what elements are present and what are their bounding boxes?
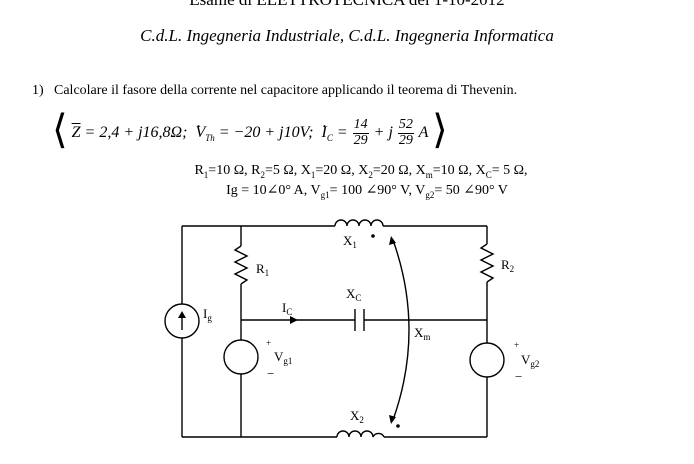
close-angle-bracket: ⟩ (432, 107, 448, 152)
ic-arrow-head (290, 316, 298, 324)
vg2-plus: + (514, 340, 519, 350)
fraction-real-denominator: 29 (353, 132, 368, 148)
inductor-x2 (336, 430, 385, 438)
param-value: =5 Ω, (264, 163, 298, 178)
vth-value: = −20 + j10V; (214, 124, 314, 141)
param-line2-0: Ig = 10∠0° A, (226, 183, 307, 198)
parameters-line-1: R1=10 Ω, R2=5 Ω, X1=20 Ω, X2=20 Ω, Xm=10… (0, 163, 694, 180)
param-symbol: V (415, 183, 426, 198)
param-subscript: 2 (260, 169, 265, 180)
param-line1-1: R2=5 Ω, (251, 163, 298, 180)
param-line1-4: Xm=10 Ω, (415, 163, 473, 180)
voltage-source-vg1 (223, 339, 259, 375)
param-line2-1: Vg1= 100 ∠90° V, (310, 183, 412, 200)
mutual-coupling-arc (392, 239, 410, 421)
voltage-source-vg2 (469, 342, 505, 378)
param-subscript: m (425, 169, 433, 180)
param-subscript: g2 (425, 189, 435, 200)
course-line: C.d.L. Ingegneria Industriale, C.d.L. In… (140, 26, 554, 45)
vg2-minus: − (515, 369, 522, 384)
param-line1-3: X2=20 Ω, (358, 163, 413, 180)
vth-subscript: Th (205, 133, 215, 144)
current-source-ig (164, 303, 200, 339)
label-x2: X2 (350, 408, 364, 425)
param-symbol: X (300, 163, 311, 178)
param-symbol: V (310, 183, 321, 198)
label-vg2: Vg2 (521, 352, 539, 369)
fraction-imag-numerator: 52 (397, 117, 414, 134)
label-vg1: Vg1 (274, 349, 292, 366)
param-value: =10 Ω, (208, 163, 248, 178)
resistor-r1 (233, 245, 249, 285)
label-x1: X1 (343, 233, 357, 250)
param-symbol: X (358, 163, 369, 178)
fraction-imag-denominator: 29 (398, 132, 413, 148)
param-line1-0: R1=10 Ω, (194, 163, 248, 180)
ic-equals: = (332, 124, 352, 141)
param-value: = 5 Ω, (491, 163, 528, 178)
label-ig: Ig (203, 306, 212, 323)
param-value: =20 Ω, (315, 163, 355, 178)
coupling-arrow-bottom (389, 415, 396, 424)
vth-symbol: V (195, 124, 205, 141)
param-subscript: C (485, 169, 492, 180)
param-subscript: 1 (203, 169, 209, 180)
param-symbol: X (475, 163, 486, 178)
problem-text: Calcolare il fasore della corrente nel c… (54, 83, 518, 98)
plus-j: + j (373, 124, 393, 141)
label-xc: XC (346, 286, 361, 303)
label-r1: R1 (256, 261, 269, 278)
param-symbol: R (251, 163, 261, 178)
dot-x1 (371, 234, 375, 238)
param-symbol: R (194, 163, 204, 178)
resistor-r2 (479, 243, 495, 283)
fraction-real-numerator: 14 (352, 117, 369, 134)
vg1-minus: − (267, 366, 274, 381)
param-subscript: g1 (320, 189, 330, 200)
ic-subscript: C (326, 133, 333, 144)
vg1-plus: + (266, 338, 271, 348)
problem-number: 1) (32, 83, 44, 98)
param-line1-2: X1=20 Ω, (300, 163, 355, 180)
z-symbol: Z (71, 124, 81, 141)
label-xm: Xm (414, 325, 430, 342)
ic-symbol: I (322, 124, 327, 141)
label-r2: R2 (501, 257, 514, 274)
coupling-arrow-top (389, 236, 396, 245)
param-line2-2: Vg2= 50 ∠90° V (415, 183, 508, 200)
param-line1-5: XC= 5 Ω, (475, 163, 528, 180)
param-value: = 10∠0° A, (237, 183, 308, 198)
dot-x2 (396, 424, 400, 428)
param-subscript: 2 (368, 169, 373, 180)
label-ic: IC (282, 300, 292, 317)
z-value: = 2,4 + j16,8Ω; (80, 124, 188, 141)
parameters-line-2: Ig = 10∠0° A, Vg1= 100 ∠90° V, Vg2= 50 ∠… (0, 182, 694, 200)
param-value: =10 Ω, (432, 163, 473, 178)
exam-header: Esame di ELETTROTECNICA del 1-10-2012 (0, 0, 694, 10)
param-value: =20 Ω, (372, 163, 413, 178)
param-value: = 50 ∠90° V (434, 183, 508, 198)
param-symbol: X (415, 163, 426, 178)
current-unit: A (418, 124, 429, 141)
ig-arrow-head (178, 311, 186, 318)
open-angle-bracket: ⟨ (52, 107, 68, 152)
inductor-x1 (334, 219, 384, 227)
result-line: ⟨ Z = 2,4 + j16,8Ω; VTh = −20 + j10V; IC… (52, 104, 448, 152)
param-value: = 100 ∠90° V, (329, 183, 412, 198)
param-symbol: Ig (226, 183, 238, 198)
param-subscript: 1 (310, 169, 316, 180)
